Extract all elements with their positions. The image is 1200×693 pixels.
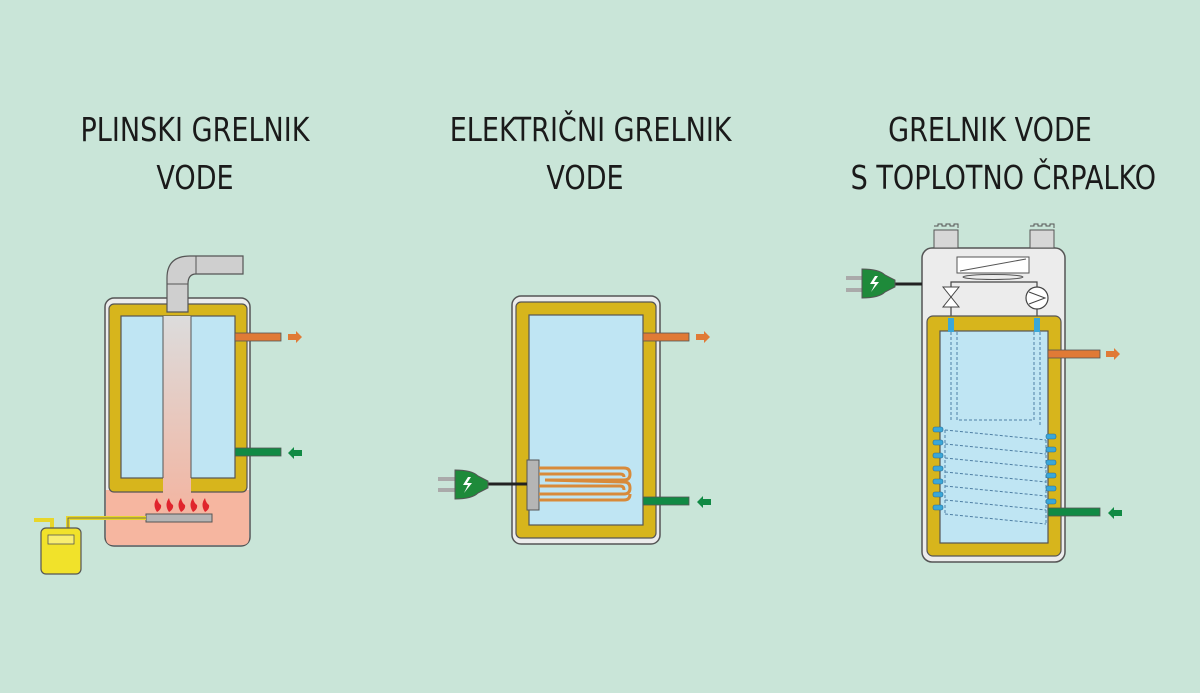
arrow-right-icon [696,331,710,343]
gas-heater-title-line1: PLINSKI GRELNIK [80,110,310,149]
arrow-left-icon [1108,507,1122,519]
arrow-left-icon [288,447,302,459]
electric-hot-water-outlet [642,332,690,342]
heat-pump-hot-water-outlet [1047,349,1101,359]
gas-burner [145,513,213,523]
electric-heater-title-line2: VODE [546,158,624,197]
gas-water-heater [34,255,302,575]
condenser-coil [944,332,1047,525]
heat-pump-cold-water-inlet [1047,507,1101,517]
heat-pump-heater-title-line2: S TOPLOTNO ČRPALKO [850,158,1157,197]
compressor-icon [1025,286,1049,310]
electric-plug-icon [846,268,896,299]
electric-heater-title-line1: ELEKTRIČNI GRELNIK [449,110,732,149]
heat-pump-tank-water [939,330,1049,544]
coil-ends [932,426,1057,511]
gas-heater-title: PLINSKI GRELNIK VODE [68,106,322,202]
heat-pump-heater-title: GRELNIK VODE S TOPLOTNO ČRPALKO [850,106,1157,202]
air-vent-right [1029,229,1055,249]
gas-meter-icon [40,527,82,575]
air-vent-left [933,229,959,249]
arrow-right-icon [288,331,302,343]
arrow-right-icon [1106,348,1120,360]
electric-cold-water-inlet [642,496,690,506]
electric-water-heater [438,295,711,545]
gas-heater-title-line2: VODE [156,158,234,197]
gas-cold-water-inlet [234,447,282,457]
electric-heater-title: ELEKTRIČNI GRELNIK VODE [449,106,732,202]
heating-element [526,459,632,511]
gas-hot-water-outlet [234,332,282,342]
chimney-pipe [166,255,244,313]
flue-pipe [163,316,191,516]
fan-icon [956,256,1030,280]
expansion-valve-icon [941,286,961,308]
electric-plug-icon [438,469,489,500]
flame-icon [154,498,210,512]
arrow-left-icon [697,496,711,508]
heat-pump-heater-title-line1: GRELNIK VODE [888,110,1092,149]
heat-pump-water-heater [846,223,1122,563]
